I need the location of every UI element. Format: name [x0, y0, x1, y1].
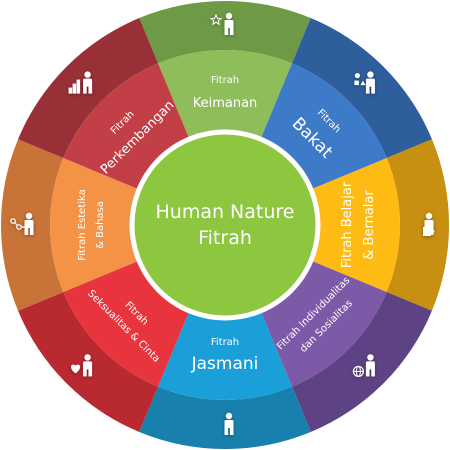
inner-ring	[50, 50, 400, 400]
segment-label-estetika: Fitrah Estetika & Bahasa	[77, 189, 106, 261]
center-title-line1: Human Nature	[156, 201, 295, 223]
center-title-line2: Fitrah	[198, 227, 252, 249]
outer-segment-bakat	[291, 18, 432, 159]
person-globe-icon	[352, 354, 375, 378]
person-star-icon	[209, 12, 234, 36]
person-heart-icon	[71, 354, 93, 377]
person-steps-icon	[68, 71, 93, 94]
person-shapes-icon	[354, 71, 375, 94]
segment-label-line2: Jasmani	[191, 354, 259, 374]
segment-label-line2: & Bernalar	[362, 190, 377, 260]
center-disc	[129, 129, 321, 321]
inner-segment-keimanan	[158, 50, 292, 140]
segment-label-line1: Fitrah	[211, 337, 239, 348]
inner-segment-estetika	[50, 158, 140, 292]
person-nodes-icon	[10, 212, 34, 235]
outer-segment-jasmani	[139, 386, 311, 449]
segment-label-line1: Fitrah	[211, 75, 239, 86]
segment-label-line1: Fitrah Belajar	[340, 181, 355, 268]
segment-label-line1: Fitrah Estetika	[77, 189, 88, 261]
center-circle: Human Nature Fitrah	[129, 129, 321, 321]
outer-segment-perkembangan	[18, 18, 159, 159]
segment-label-belajar: Fitrah Belajar & Bernalar	[340, 181, 377, 268]
segment-label-line2: & Bahasa	[95, 201, 106, 249]
inner-segment-jasmani	[158, 310, 292, 400]
outer-segment-individualitas	[291, 291, 432, 432]
segment-label-line2: Keimanan	[193, 96, 258, 111]
outer-segment-belajar	[386, 139, 449, 311]
inner-segment-belajar	[310, 158, 400, 292]
person-puzzle-icon	[423, 212, 435, 236]
segment-icons	[10, 12, 435, 435]
